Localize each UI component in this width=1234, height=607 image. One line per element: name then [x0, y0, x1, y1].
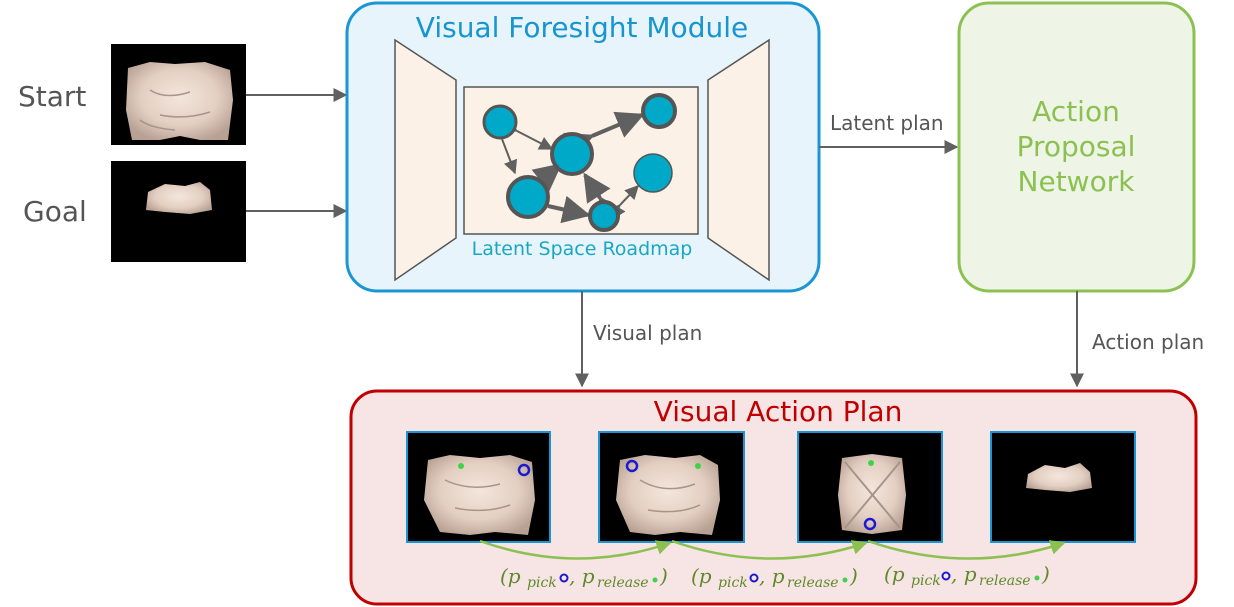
- release-marker-icon: [842, 577, 848, 583]
- action-release-subscript: release: [787, 575, 839, 591]
- action-open: (p: [691, 564, 712, 588]
- pick-marker: [863, 517, 877, 531]
- decoder-trapezoid: [707, 38, 770, 282]
- apn-title-line-2: Proposal: [1017, 130, 1136, 163]
- action-separator: , p: [759, 564, 785, 588]
- action-label-2: (p pick , p release ): [691, 564, 858, 591]
- pick-marker: [625, 459, 639, 473]
- release-marker: [868, 460, 874, 466]
- release-marker-icon: [1034, 575, 1040, 581]
- latent-plan-label: Latent plan: [830, 111, 944, 135]
- action-arc-2: [671, 539, 868, 560]
- release-marker: [458, 463, 464, 469]
- action-separator: , p: [569, 564, 595, 588]
- vap-title: Visual Action Plan: [654, 395, 903, 428]
- action-pick-subscript: pick: [527, 575, 557, 591]
- action-proposal-network: Action Proposal Network: [957, 1, 1196, 293]
- pick-marker-icon: [749, 573, 759, 583]
- action-label-3: (p pick , p release ): [884, 562, 1050, 589]
- roadmap-node: [641, 93, 677, 129]
- plan-frame-1: [406, 431, 551, 543]
- roadmap-node: [506, 175, 550, 219]
- pick-marker: [517, 463, 531, 477]
- action-open: (p: [500, 564, 521, 588]
- apn-title-line-1: Action: [1032, 95, 1120, 128]
- pick-marker-icon: [559, 573, 569, 583]
- pick-marker-icon: [941, 571, 951, 581]
- roadmap-node: [482, 104, 518, 140]
- action-label-1: (p pick , p release ): [500, 564, 668, 591]
- roadmap-label: Latent Space Roadmap: [472, 238, 693, 260]
- goal-label: Goal: [23, 195, 87, 228]
- goal-image: [111, 161, 246, 262]
- action-pick-subscript: pick: [911, 573, 941, 589]
- action-release-subscript: release: [979, 573, 1031, 589]
- action-arc-1: [479, 539, 672, 560]
- action-pick-subscript: pick: [718, 575, 748, 591]
- apn-title-line-3: Network: [1018, 165, 1136, 198]
- plan-frame-2: [598, 431, 745, 543]
- action-close: ): [849, 564, 858, 588]
- visual-action-plan: Visual Action Plan: [349, 389, 1198, 606]
- roadmap-node: [550, 132, 594, 176]
- action-separator: , p: [951, 562, 977, 586]
- vfm-title: Visual Foresight Module: [416, 11, 748, 44]
- action-plan-label: Action plan: [1092, 330, 1204, 354]
- release-marker: [695, 463, 701, 469]
- start-image: [111, 44, 246, 145]
- action-close: ): [1041, 562, 1050, 586]
- plan-frame-4: [990, 431, 1136, 543]
- plan-frame-3: [797, 431, 943, 543]
- action-release-subscript: release: [597, 575, 649, 591]
- start-label: Start: [18, 80, 86, 113]
- action-close: ): [659, 564, 668, 588]
- action-arc-3: [867, 539, 1066, 560]
- encoder-trapezoid: [394, 38, 457, 282]
- release-marker-icon: [652, 577, 658, 583]
- action-open: (p: [884, 562, 905, 586]
- visual-plan-label: Visual plan: [593, 321, 702, 345]
- roadmap-node: [633, 153, 673, 193]
- visual-foresight-module: Visual Foresight Module Latent Space Roa…: [345, 1, 821, 293]
- roadmap-node: [588, 200, 620, 232]
